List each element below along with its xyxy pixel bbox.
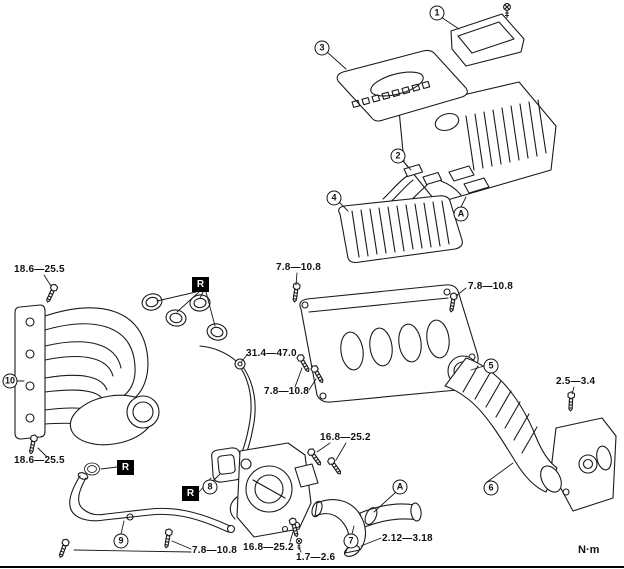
callout-view-a-bottom: A [392, 479, 408, 495]
torque-pipe-bottom: 7.8—10.8 [192, 545, 237, 556]
replace-marker-lower-gasket: R [117, 460, 134, 475]
callout-part-1: 1 [429, 5, 445, 21]
torque-hose-clamp: 2.12—3.18 [382, 533, 433, 544]
callout-part-3: 3 [314, 40, 330, 56]
callout-part-2: 2 [390, 148, 406, 164]
callout-part-10: 10 [2, 373, 18, 389]
torque-throttle-lower: 16.8—25.2 [243, 542, 294, 553]
page-bottom-rule [0, 566, 624, 568]
callout-part-7: 7 [343, 533, 359, 549]
replace-marker-port-gaskets: R [192, 277, 209, 292]
torque-cover-top: 7.8—10.8 [276, 262, 321, 273]
torque-fuel-pipe: 31.4—47.0 [246, 348, 297, 359]
replace-marker-throttle-gasket: R [182, 486, 199, 501]
torque-throttle-upper: 16.8—25.2 [320, 432, 371, 443]
callout-view-a-top: A [453, 206, 469, 222]
torque-unit-label: N·m [578, 544, 600, 556]
torque-cover-right: 7.8—10.8 [468, 281, 513, 292]
callout-part-4: 4 [326, 190, 342, 206]
callout-part-8: 8 [202, 479, 218, 495]
callout-part-6: 6 [483, 480, 499, 496]
torque-small-screw: 1.7—2.6 [296, 552, 336, 563]
callout-part-9: 9 [113, 533, 129, 549]
torque-housing-mid: 7.8—10.8 [264, 386, 309, 397]
torque-manifold-upper: 18.6—25.5 [14, 264, 65, 275]
torque-bracket-bolt: 2.5—3.4 [556, 376, 596, 387]
torque-manifold-lower: 18.6—25.5 [14, 455, 65, 466]
callout-part-5: 5 [483, 358, 499, 374]
